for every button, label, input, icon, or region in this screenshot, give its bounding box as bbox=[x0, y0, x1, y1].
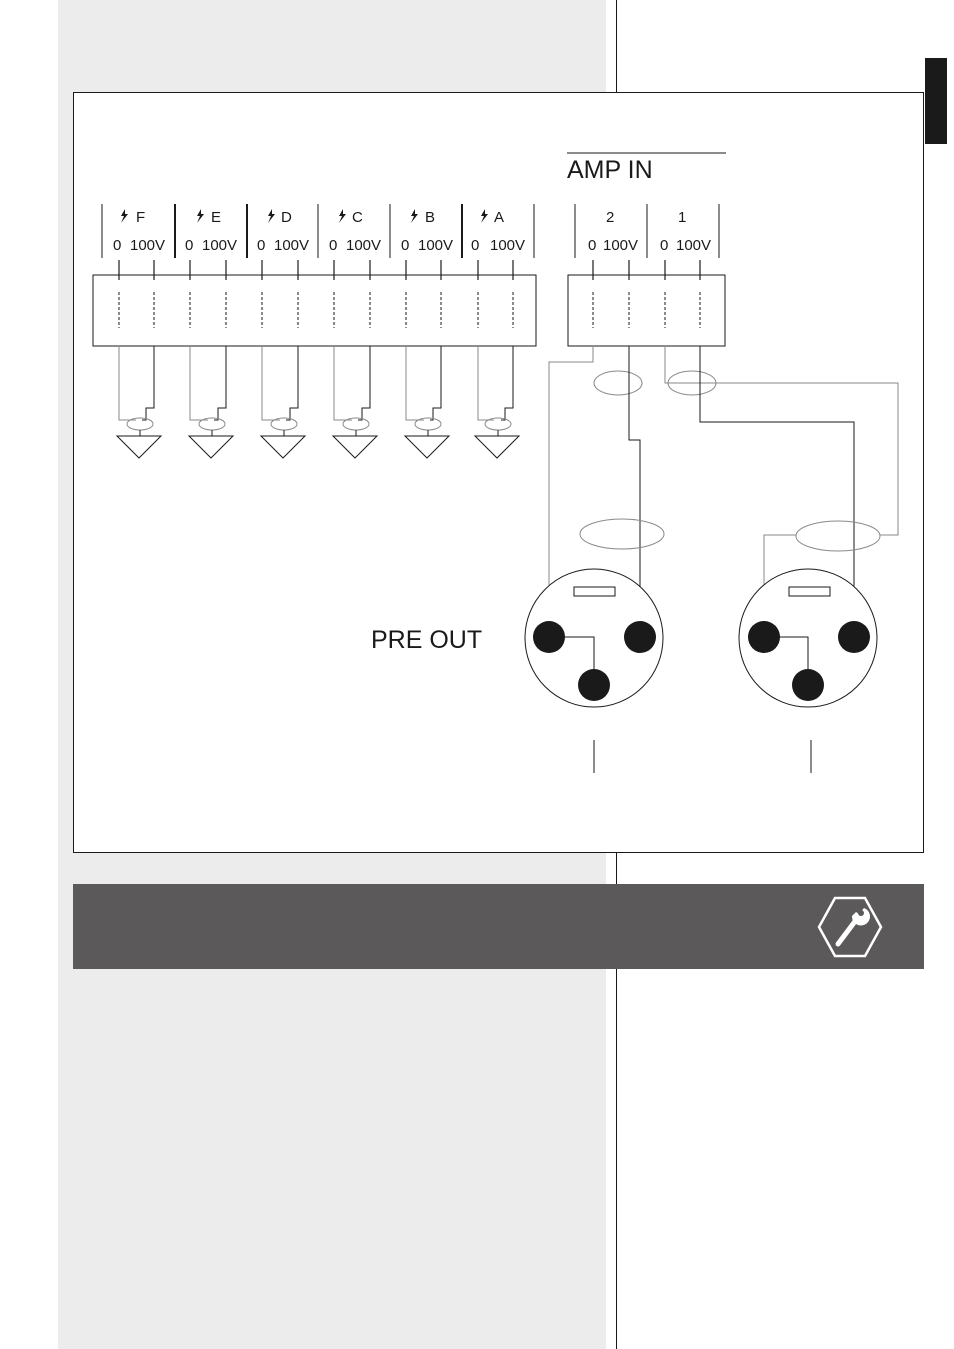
zone-label: F bbox=[136, 209, 145, 226]
wrench-icon bbox=[817, 896, 883, 958]
terminal-100v-label: 100V bbox=[202, 237, 237, 254]
amp-channel-label: 2 bbox=[606, 209, 614, 226]
terminal-zero-label: 0 bbox=[471, 237, 479, 254]
zone-terminal-block bbox=[92, 274, 537, 347]
amp-channel-2: 2 0 100V bbox=[588, 209, 638, 254]
xlr-pin bbox=[748, 621, 780, 653]
terminal-zero-label: 0 bbox=[660, 237, 668, 254]
wiring-diagram-frame bbox=[73, 92, 924, 853]
amp-in-title: AMP IN bbox=[567, 156, 653, 184]
speaker-icon bbox=[115, 435, 163, 459]
pre-out-title: PRE OUT bbox=[371, 626, 482, 654]
terminal-zero-label: 0 bbox=[185, 237, 193, 254]
xlr-pin bbox=[578, 669, 610, 701]
xlr-key-slot bbox=[573, 586, 616, 597]
xlr-connector-2 bbox=[524, 568, 664, 773]
lightning-bolt-icon bbox=[411, 209, 418, 223]
terminal-100v-label: 100V bbox=[418, 237, 453, 254]
lightning-bolt-icon bbox=[481, 209, 488, 223]
zone-label: A bbox=[494, 209, 504, 226]
speaker-f bbox=[115, 346, 163, 459]
zone-label: D bbox=[281, 209, 292, 226]
speaker-icon bbox=[403, 435, 451, 459]
terminal-100v-label: 100V bbox=[274, 237, 309, 254]
xlr-connector-1 bbox=[738, 568, 878, 773]
amp-channel-1: 1 0 100V bbox=[660, 209, 711, 254]
speaker-b bbox=[403, 346, 451, 459]
terminal-zero-label: 0 bbox=[329, 237, 337, 254]
xlr-pin bbox=[792, 669, 824, 701]
zone-d: D 0 100V bbox=[257, 209, 309, 254]
terminal-100v-label: 100V bbox=[676, 237, 711, 254]
terminal-internal-leads bbox=[118, 292, 701, 328]
terminal-zero-label: 0 bbox=[113, 237, 121, 254]
section-banner bbox=[73, 884, 924, 969]
terminal-pins bbox=[118, 260, 701, 280]
terminal-zero-label: 0 bbox=[588, 237, 596, 254]
lightning-bolt-icon bbox=[339, 209, 346, 223]
xlr-pin bbox=[624, 621, 656, 653]
zone-f: F 0 100V bbox=[113, 209, 165, 254]
speaker-icon bbox=[187, 435, 235, 459]
zone-b: B 0 100V bbox=[401, 209, 453, 254]
zone-label: C bbox=[352, 209, 363, 226]
terminal-zero-label: 0 bbox=[401, 237, 409, 254]
terminal-100v-label: 100V bbox=[603, 237, 638, 254]
zone-e: E 0 100V bbox=[185, 209, 237, 254]
speaker-icon bbox=[259, 435, 307, 459]
amp-to-xlr-wiring bbox=[548, 346, 899, 620]
zone-c: C 0 100V bbox=[329, 209, 381, 254]
terminal-zero-label: 0 bbox=[257, 237, 265, 254]
xlr-pin bbox=[533, 621, 565, 653]
section-tab bbox=[925, 58, 947, 144]
speaker-icon bbox=[473, 435, 521, 459]
xlr-pin bbox=[838, 621, 870, 653]
speaker-e bbox=[187, 346, 235, 459]
speaker-c bbox=[331, 346, 379, 459]
speaker-a bbox=[473, 346, 521, 459]
zone-header-separators bbox=[101, 204, 720, 258]
amp-terminal-block bbox=[567, 274, 726, 347]
lightning-bolt-icon bbox=[121, 209, 128, 223]
lightning-bolt-icon bbox=[268, 209, 275, 223]
zone-a: A 0 100V bbox=[471, 209, 525, 254]
xlr-key-slot bbox=[788, 586, 831, 597]
terminal-100v-label: 100V bbox=[490, 237, 525, 254]
speaker-icon bbox=[331, 435, 379, 459]
speaker-wiring bbox=[115, 346, 521, 459]
terminal-100v-label: 100V bbox=[130, 237, 165, 254]
zone-label: B bbox=[425, 209, 435, 226]
speaker-d bbox=[259, 346, 307, 459]
lightning-bolt-icon bbox=[197, 209, 204, 223]
zone-label: E bbox=[211, 209, 221, 226]
amp-channel-label: 1 bbox=[678, 209, 686, 226]
terminal-100v-label: 100V bbox=[346, 237, 381, 254]
